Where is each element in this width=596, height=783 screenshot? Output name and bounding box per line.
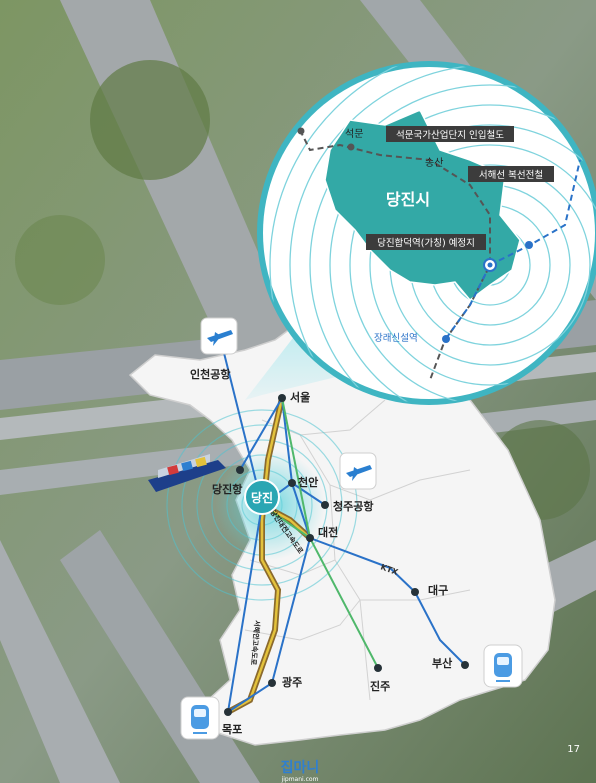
- inset-label-songsan: 송산: [425, 157, 443, 169]
- dangjin-center-badge: 당진: [244, 479, 280, 515]
- inset-region-name: 당진시: [386, 190, 430, 209]
- city-dot-seoul: [278, 394, 286, 402]
- city-dot-cheonan: [288, 479, 296, 487]
- city-dot-jinju: [374, 664, 382, 672]
- page-number: 17: [567, 744, 580, 755]
- inset-label-seokmun: 석문: [345, 128, 363, 140]
- city-dot-cheongju-airport: [321, 501, 329, 509]
- airplane-icon: [339, 452, 377, 490]
- dangjin-badge-label: 당진: [251, 490, 273, 505]
- city-label-daejeon: 대전: [318, 525, 338, 539]
- logo-url: jipmani.com: [281, 776, 319, 783]
- city-dot-gwangju: [268, 679, 276, 687]
- airplane-icon: [200, 317, 238, 355]
- city-markers: [224, 394, 469, 716]
- city-label-cheonan: 천안: [298, 475, 318, 489]
- city-label-gwangju: 광주: [282, 676, 302, 689]
- city-label-jinju: 진주: [370, 679, 390, 693]
- dangjin-region-shape: [324, 109, 521, 302]
- city-label-dangjin-port: 당진항: [212, 482, 242, 496]
- city-dot-daejeon: [306, 534, 314, 542]
- city-label-daegu: 대구: [428, 583, 448, 597]
- city-dot-dangjin-port: [236, 466, 244, 474]
- inset-label-seokmun-rail: 석문국가산업단지 인입철도: [396, 129, 504, 141]
- inset-label-janghang-station: 장래신설역: [374, 333, 418, 344]
- city-label-seoul: 서울: [290, 390, 310, 404]
- logo-text: 집마니: [281, 759, 320, 776]
- city-label-busan: 부산: [432, 656, 452, 670]
- city-dot-busan: [461, 661, 469, 669]
- city-dot-mokpo: [224, 708, 232, 716]
- inset-label-station-planned: 당진합덕역(가칭) 예정지: [377, 238, 475, 249]
- footer-logo: 집마니 jipmani.com: [281, 759, 320, 783]
- inset-label-seohae-line: 서해선 복선전철: [479, 169, 543, 181]
- train-icon: [180, 696, 220, 740]
- city-labels: 인천공항 서울 당진항 천안 청주공항 대전 대구 광주 진주 부산 목포 KT…: [190, 367, 452, 736]
- route-label-seohaean: 서해안고속도로: [249, 620, 262, 666]
- city-label-cheongju-airport: 청주공항: [333, 499, 373, 513]
- city-label-mokpo: 목포: [222, 723, 242, 736]
- city-dot-daegu: [411, 588, 419, 596]
- city-label-incheon-airport: 인천공항: [190, 367, 230, 381]
- dangjin-inset-map: 당진시 석문 송산 석문국가산업단지 인입철도 서해선 복선전철 당진합덕역(가…: [257, 61, 596, 405]
- train-icon: [483, 644, 523, 688]
- ship-icon: [148, 454, 226, 492]
